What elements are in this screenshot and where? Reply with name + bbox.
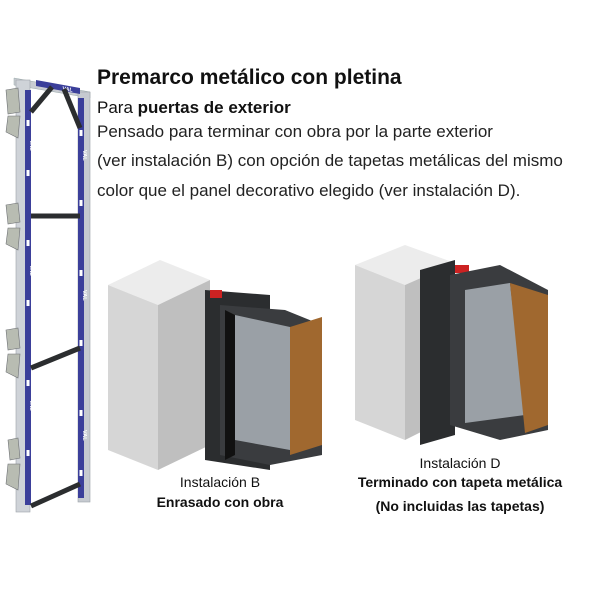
- installation-b-image: [108, 260, 322, 470]
- installation-d-image: [355, 245, 548, 445]
- installation-d-caption: Terminado con tapeta metálica: [357, 474, 563, 490]
- installation-b-label: Instalación B: [179, 474, 261, 490]
- installation-d-label: Instalación D: [419, 455, 501, 471]
- page-title: Premarco metálico con pletina: [97, 66, 402, 89]
- frame-logo-text: VAL: [28, 400, 34, 411]
- installation-b-caption: Enrasado con obra: [156, 494, 284, 510]
- installation-d-note: (No incluidas las tapetas): [375, 498, 545, 514]
- frame-logo-text: VAL: [28, 265, 34, 276]
- frame-logo-text: VAL: [81, 430, 87, 441]
- frame-logo-text: VAL: [28, 140, 34, 151]
- subtitle-bold: puertas de exterior: [137, 98, 291, 117]
- frame-logo-text: VAL: [62, 86, 74, 94]
- subtitle-prefix: Para: [97, 98, 138, 117]
- frame-logo-text: VAL: [81, 290, 87, 301]
- frame-logo-text: VAL: [81, 150, 87, 161]
- subtitle: Para puertas de exterior: [97, 98, 291, 118]
- description-line: Pensado para terminar con obra por la pa…: [97, 122, 493, 141]
- description-line: (ver instalación B) con opción de tapeta…: [97, 151, 563, 170]
- description-line: color que el panel decorativo elegido (v…: [97, 181, 521, 200]
- premarco-frame-image: VAL VAL VAL VAL VAL VAL VAL: [5, 77, 91, 513]
